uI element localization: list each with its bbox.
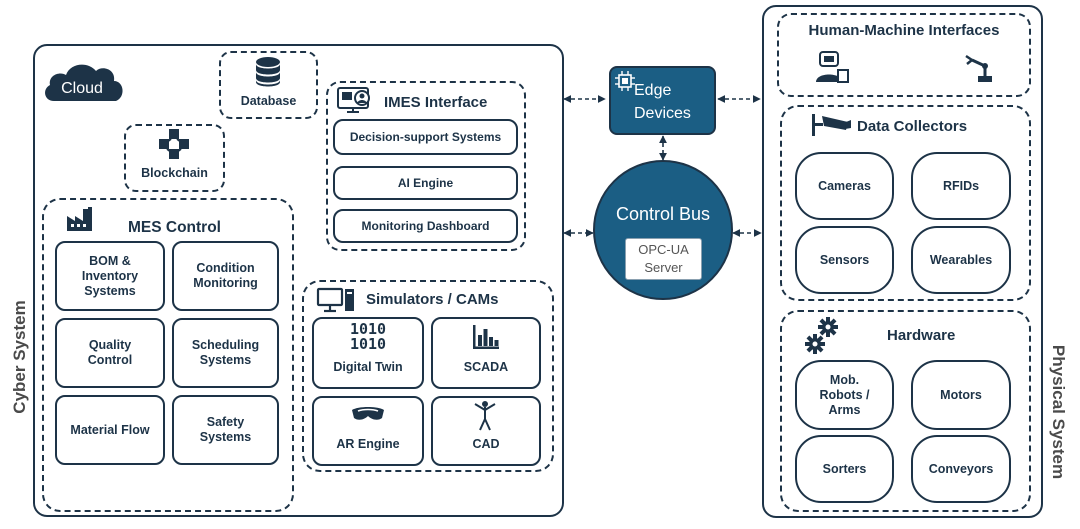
cad-label: CAD <box>472 437 500 451</box>
conveyors-box[interactable]: Conveyors <box>911 435 1011 503</box>
edge-devices-label: Edge Devices <box>634 82 691 122</box>
scada-label: SCADA <box>463 360 509 374</box>
data-collectors-title: Data Collectors <box>857 118 968 135</box>
cyber-system-label: Cyber System <box>10 300 29 414</box>
opc-ua-server-box[interactable]: OPC-UA Server <box>625 238 702 280</box>
decision-support-box[interactable]: Decision-support Systems <box>333 119 518 155</box>
motors-box[interactable]: Motors <box>911 360 1011 430</box>
sorters-box[interactable]: Sorters <box>795 435 894 503</box>
safety-systems-box[interactable]: Safety Systems <box>172 395 279 465</box>
cloud-icon <box>45 64 123 101</box>
quality-control-box[interactable]: Quality Control <box>55 318 165 388</box>
human-figure-icon <box>474 401 496 431</box>
chip-icon <box>615 71 635 91</box>
cloud-label: Cloud <box>61 80 103 97</box>
monitoring-dashboard-box[interactable]: Monitoring Dashboard <box>333 209 518 243</box>
operator-icon <box>816 51 849 83</box>
digital-twin-label: Digital Twin <box>333 360 403 374</box>
hardware-title: Hardware <box>887 327 956 344</box>
database-icon <box>256 57 280 87</box>
control-bus-label: Control Bus <box>615 204 711 224</box>
hmi-panel <box>777 13 1031 97</box>
computer-icon <box>316 287 354 313</box>
monitor-user-icon <box>337 87 370 113</box>
ar-engine-label: AR Engine <box>336 437 400 451</box>
bom-inventory-box[interactable]: BOM & Inventory Systems <box>55 241 165 311</box>
hmi-title: Human-Machine Interfaces <box>808 22 1000 39</box>
sensors-box[interactable]: Sensors <box>795 226 894 294</box>
cameras-box[interactable]: Cameras <box>795 152 894 220</box>
simulators-title: Simulators / CAMs <box>366 291 499 308</box>
physical-system-label: Physical System <box>1049 344 1068 480</box>
blockchain-icon <box>159 129 189 159</box>
ai-engine-box[interactable]: AI Engine <box>333 166 518 200</box>
condition-monitoring-box[interactable]: Condition Monitoring <box>172 241 279 311</box>
blockchain-label: Blockchain <box>141 166 208 180</box>
factory-icon <box>67 207 92 231</box>
edge-devices-node[interactable] <box>609 66 716 135</box>
imes-interface-title: IMES Interface <box>384 94 488 111</box>
ar-engine-box[interactable] <box>312 396 424 466</box>
rfids-box[interactable]: RFIDs <box>911 152 1011 220</box>
bar-chart-icon <box>473 325 499 349</box>
cctv-camera-icon <box>812 114 851 136</box>
wearables-box[interactable]: Wearables <box>911 226 1011 294</box>
robot-arm-icon <box>965 54 992 82</box>
database-label: Database <box>240 94 297 108</box>
material-flow-box[interactable]: Material Flow <box>55 395 165 465</box>
scheduling-systems-box[interactable]: Scheduling Systems <box>172 318 279 388</box>
vr-headset-icon <box>352 407 384 420</box>
gears-icon <box>805 317 838 354</box>
digital-twin-box[interactable] <box>312 317 424 389</box>
mes-control-title: MES Control <box>128 219 221 236</box>
mob-robots-box[interactable]: Mob. Robots / Arms <box>795 360 894 430</box>
